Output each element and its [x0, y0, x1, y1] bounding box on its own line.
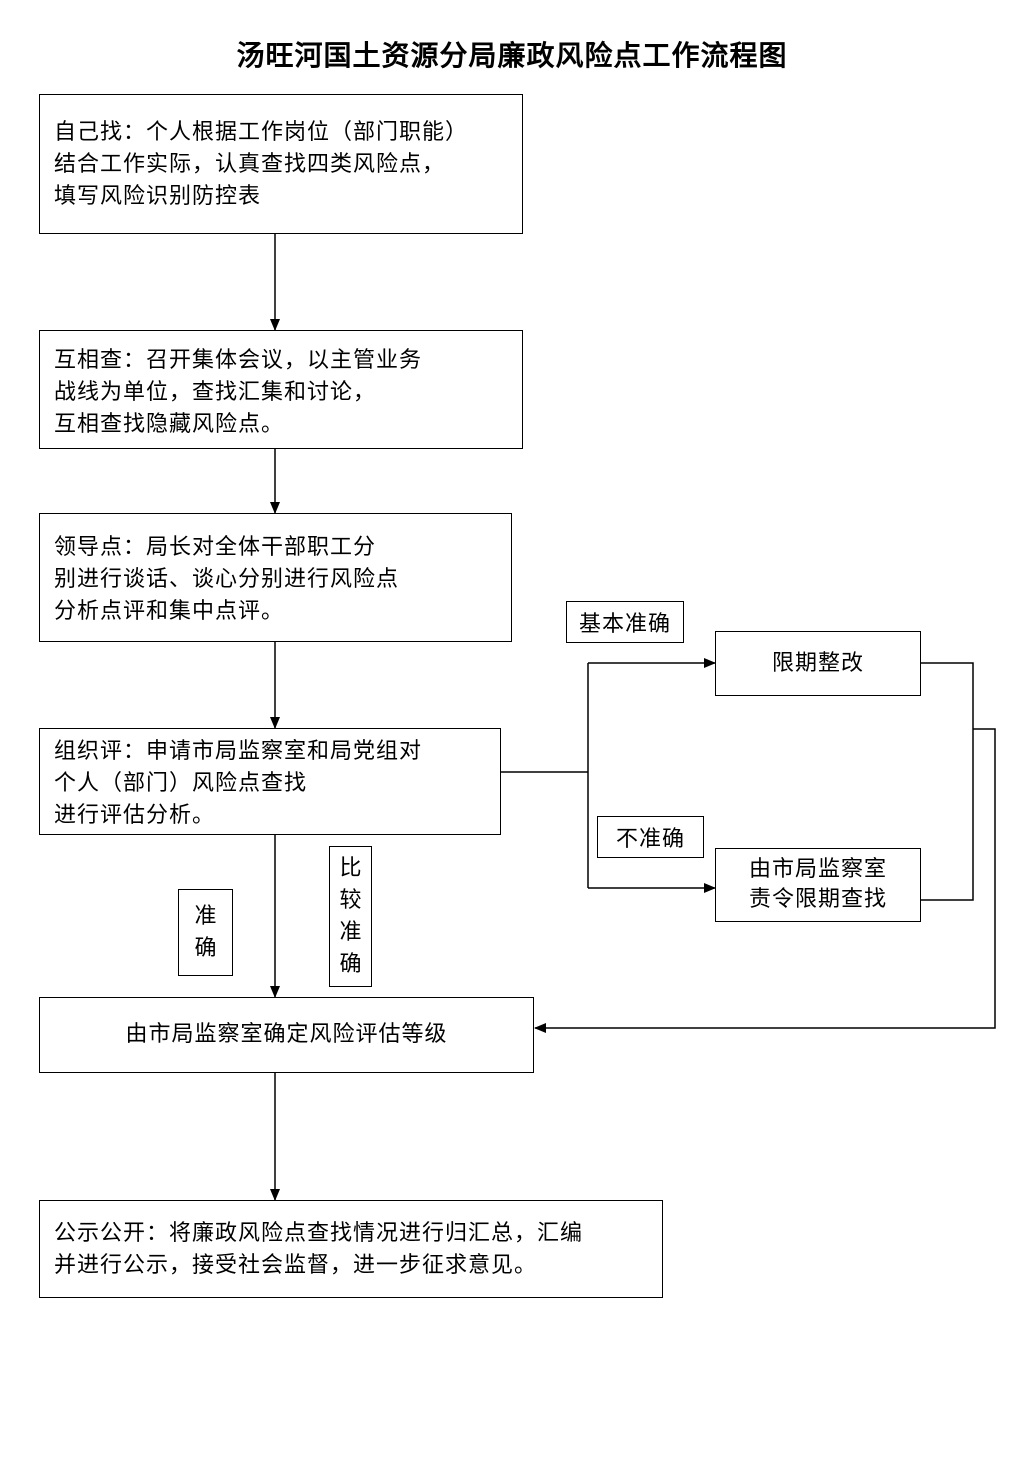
box-line: 个人（部门）风险点查找: [54, 771, 308, 796]
page-title: 汤旺河国土资源分局廉政风险点工作流程图: [236, 39, 788, 72]
label-char: 准: [194, 904, 217, 929]
box-line: 由市局监察室确定风险评估等级: [125, 1022, 448, 1047]
label-fairly-accurate: 比 较 准 确: [329, 846, 372, 987]
determine-level-box: 由市局监察室确定风险评估等级: [39, 997, 534, 1073]
box-line: 分析点评和集中点评。: [54, 599, 285, 624]
box-line: 限期整改: [771, 650, 864, 676]
self-find-box: 自己找：个人根据工作岗位（部门职能） 结合工作实际，认真查找四类风险点， 填写风…: [39, 94, 523, 234]
box-line: 别进行谈话、谈心分别进行风险点: [54, 567, 400, 592]
box-line: 进行评估分析。: [54, 803, 216, 828]
box-line: 并进行公示，接受社会监督，进一步征求意见。: [54, 1253, 538, 1278]
ordered-check-box: 由市局监察室 责令限期查找: [715, 848, 921, 922]
leader-point-box: 领导点：局长对全体干部职工分 别进行谈话、谈心分别进行风险点 分析点评和集中点评…: [39, 513, 512, 642]
label-basically-accurate: 基本准确: [566, 601, 684, 643]
label-char: 确: [194, 936, 217, 961]
label-char: 比: [339, 856, 362, 881]
box-line: 责令限期查找: [748, 887, 887, 912]
return-line: [534, 728, 996, 1033]
box-line: 组织评：申请市局监察室和局党组对: [54, 739, 423, 764]
mutual-check-box: 互相查：召开集体会议，以主管业务 战线为单位，查找汇集和讨论， 互相查找隐藏风险…: [39, 330, 523, 449]
box-line: 互相查：召开集体会议，以主管业务: [54, 348, 423, 373]
box-line: 由市局监察室: [748, 857, 887, 882]
box-line: 战线为单位，查找汇集和讨论，: [54, 380, 377, 405]
box-line: 互相查找隐藏风险点。: [54, 412, 285, 437]
box-line: 公示公开：将廉政风险点查找情况进行归汇总，汇编: [54, 1221, 584, 1246]
merge-right: [921, 662, 974, 901]
label-inaccurate: 不准确: [597, 816, 704, 858]
label-accurate: 准 确: [178, 889, 233, 976]
label-char: 较: [339, 888, 362, 913]
box-line: 自己找：个人根据工作岗位（部门职能）: [54, 120, 469, 145]
label-char: 确: [339, 952, 362, 977]
rectify-deadline-box: 限期整改: [715, 631, 921, 696]
org-review-box: 组织评：申请市局监察室和局党组对 个人（部门）风险点查找 进行评估分析。: [39, 728, 501, 835]
label-char: 准: [339, 920, 362, 945]
publicize-box: 公示公开：将廉政风险点查找情况进行归汇总，汇编 并进行公示，接受社会监督，进一步…: [39, 1200, 663, 1298]
box-line: 结合工作实际，认真查找四类风险点，: [54, 152, 446, 177]
box-line: 填写风险识别防控表: [54, 184, 262, 209]
box-line: 领导点：局长对全体干部职工分: [54, 535, 377, 560]
